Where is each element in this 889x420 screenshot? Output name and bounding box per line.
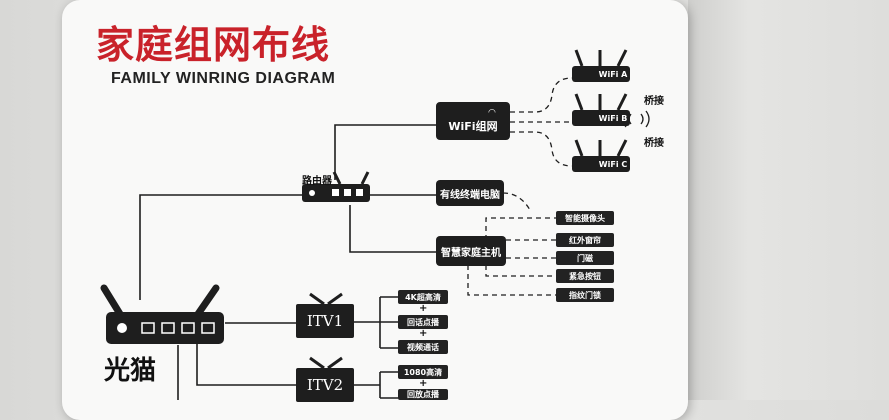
itv2-feature-1080: 1080高清 (398, 365, 448, 379)
device-camera: 智能摄像头 (556, 211, 614, 225)
modem-icon (100, 284, 224, 344)
wifi-router-b-icon (572, 93, 630, 126)
itv1-plus-1: + (419, 303, 428, 314)
itv1-box: ITV1 (296, 304, 354, 338)
wifi-mesh-label: WiFi组网 (448, 119, 498, 133)
device-emergency-button: 紧急按钮 (556, 269, 614, 283)
bridge-label-bottom: 桥接 (644, 138, 664, 149)
wired-terminal-node: 有线终端电脑 (436, 180, 504, 206)
itv1-antenna-icon (309, 292, 343, 306)
wall-background (688, 0, 889, 400)
wiring-lines (139, 77, 650, 400)
itv1-feature-vod: 回话点播 (398, 315, 448, 329)
itv2-box: ITV2 (296, 368, 354, 402)
wifi-router-c-icon (572, 139, 630, 172)
itv2-antenna-icon (309, 356, 343, 370)
wifi-router-a-tag: WiFi A (598, 69, 628, 79)
device-fingerprint-lock: 指纹门锁 (556, 288, 614, 302)
itv1-feature-video-call: 视频通话 (398, 340, 448, 354)
device-door-sensor: 门磁 (556, 251, 614, 265)
wifi-mesh-node: ◠ WiFi组网 (436, 102, 510, 140)
title-chinese: 家庭组网布线 (96, 23, 331, 67)
itv2-plus-1: + (419, 378, 428, 389)
router-label: 路由器 (302, 176, 332, 187)
wifi-icon: ◠ (488, 107, 496, 118)
wifi-router-a-icon (572, 49, 630, 82)
title-english: FAMILY WINRING DIAGRAM (111, 70, 336, 87)
itv1-feature-4k: 4K超高清 (398, 290, 448, 304)
itv1-plus-2: + (419, 328, 428, 339)
modem-label: 光猫 (104, 356, 157, 386)
bridge-label-top: 桥接 (644, 96, 664, 107)
wifi-router-b-tag: WiFi B (598, 113, 628, 123)
device-curtain: 红外窗帘 (556, 233, 614, 247)
wifi-router-c-tag: WiFi C (598, 159, 628, 169)
router-icon (302, 171, 370, 202)
smart-home-node: 智慧家庭主机 (436, 236, 506, 266)
itv2-feature-playback: 回放点播 (398, 389, 448, 400)
